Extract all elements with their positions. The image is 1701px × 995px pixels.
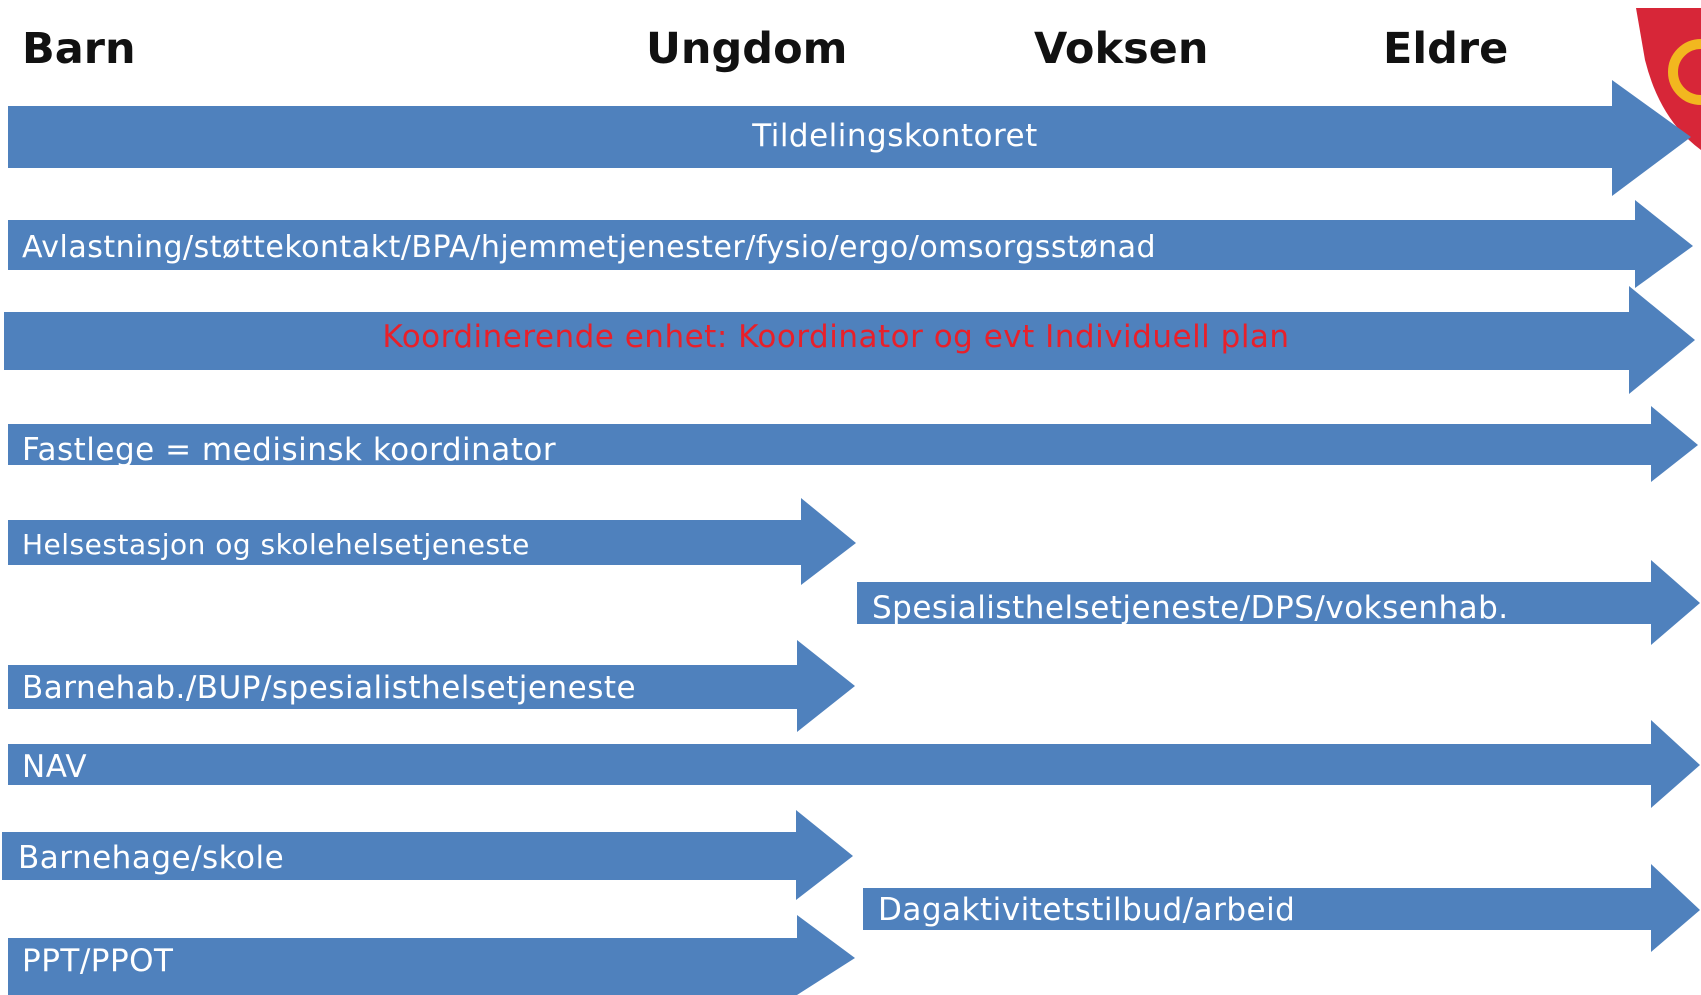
arrow-tildelingskontoret [8, 80, 1691, 196]
arrow-fastlege [8, 406, 1698, 482]
arrow-dagaktivitet [863, 864, 1700, 952]
label-koordinerende: Koordinerende enhet: Koordinator og evt … [382, 319, 1290, 355]
stage-label-eldre: Eldre [1383, 24, 1509, 74]
stage-label-barn: Barn [22, 24, 136, 74]
arrow-spesialist-voksen [857, 560, 1700, 645]
label-dagaktivitet: Dagaktivitetstilbud/arbeid [878, 892, 1296, 928]
label-nav: NAV [22, 749, 88, 785]
arrow-koordinerende [4, 286, 1695, 394]
arrow-helsestasjon [8, 498, 856, 585]
label-tildelingskontoret: Tildelingskontoret [752, 118, 1038, 154]
label-barnehage: Barnehage/skole [18, 840, 285, 876]
label-helsestasjon: Helsestasjon og skolehelsetjeneste [22, 528, 530, 561]
arrow-ppt [8, 915, 855, 995]
arrow-nav [8, 720, 1700, 808]
label-spesialist-voksen: Spesialisthelsetjeneste/DPS/voksenhab. [872, 590, 1509, 626]
label-fastlege: Fastlege = medisinsk koordinator [22, 432, 557, 468]
label-barnehab: Barnehab./BUP/spesialisthelsetjeneste [22, 670, 637, 706]
stage-label-ungdom: Ungdom [646, 24, 848, 74]
arrow-avlastning [8, 200, 1693, 288]
stage-label-voksen: Voksen [1034, 24, 1209, 74]
label-avlastning: Avlastning/støttekontakt/BPA/hjemmetjene… [22, 230, 1157, 265]
arrow-barnehage [2, 810, 853, 900]
arrow-barnehab [8, 640, 855, 732]
label-ppt: PPT/PPOT [22, 943, 174, 979]
